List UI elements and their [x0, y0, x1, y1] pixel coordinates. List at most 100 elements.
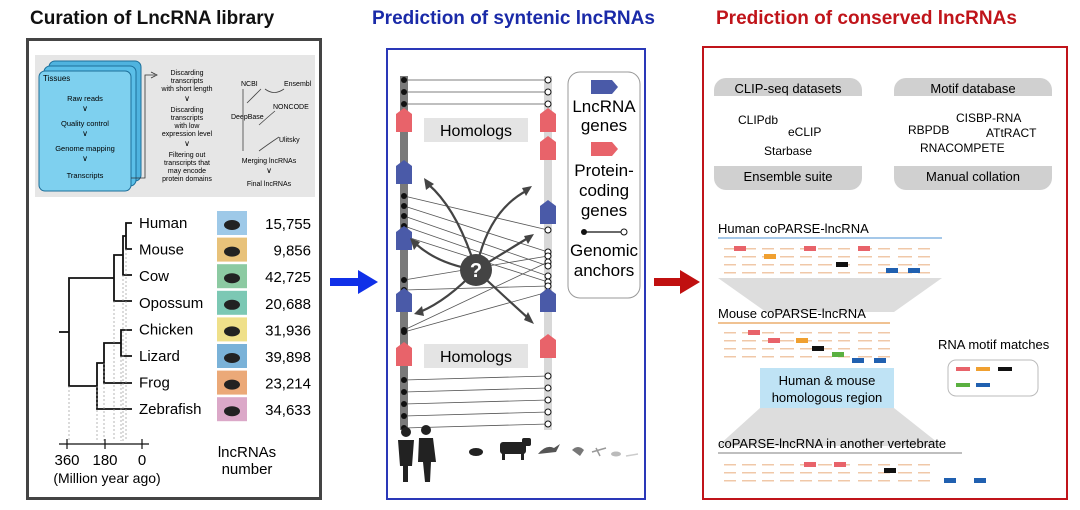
clip-header: CLIP-seq datasets [735, 81, 842, 96]
track-dash [742, 348, 756, 350]
legend-protein-l1: Protein- [574, 161, 634, 180]
track-dash [724, 480, 736, 482]
filter-low-expression-l1: Discarding [170, 107, 203, 114]
species-count-mouse: 9,856 [273, 243, 311, 260]
mouse-track [724, 330, 890, 363]
track-dash [762, 480, 774, 482]
track-dash [878, 480, 890, 482]
species-name-mouse: Mouse [139, 242, 184, 259]
track-dash [762, 248, 774, 250]
species-name-cow: Cow [139, 268, 169, 285]
track-dash [898, 472, 912, 474]
legend-anchors-l1: Genomic [570, 241, 639, 260]
track-mark [804, 462, 816, 467]
legend-protein-icon [591, 142, 618, 156]
anchor-dot-filled [401, 277, 407, 283]
region-label-l2: homologous region [772, 390, 883, 405]
species-count-lizard: 39,898 [265, 349, 311, 366]
final-lncrnas: Final lncRNAs [247, 181, 292, 188]
track-dash [818, 248, 832, 250]
chromosome-left [400, 76, 408, 430]
homologs-label-top: Homologs [440, 123, 512, 140]
legend-box [567, 71, 641, 299]
human-track-label: Human coPARSE-lncRNA [718, 221, 869, 236]
track-dash [918, 248, 930, 250]
count-label-line2: number [222, 461, 273, 478]
track-dash [800, 264, 812, 266]
svg-text:transcripts: transcripts [171, 115, 204, 122]
lizard-icon [224, 353, 240, 363]
anchor-dot-open [544, 408, 552, 416]
species-name-frog: Frog [139, 375, 170, 392]
track-dash [724, 256, 736, 258]
clip-item-starbase: Starbase [764, 144, 812, 158]
track-mark [944, 478, 956, 483]
track-dash [858, 348, 872, 350]
legend-anchor-filled [581, 229, 587, 235]
db-noncode: NONCODE [273, 104, 309, 111]
db-ncbi: NCBI [241, 81, 258, 88]
track-dash [838, 272, 850, 274]
track-dash [838, 256, 850, 258]
track-mark [858, 246, 870, 251]
track-dash [742, 472, 756, 474]
clip-footer: Ensemble suite [744, 169, 833, 184]
track-dash [742, 340, 756, 342]
anchor-dot-open [544, 384, 552, 392]
track-dash [780, 332, 794, 334]
track-dash [818, 272, 832, 274]
motif-matches-box [947, 359, 1039, 397]
track-dash [780, 264, 794, 266]
legend-lncrna-icon [591, 80, 618, 94]
track-mark [768, 338, 780, 343]
track-dash [858, 472, 872, 474]
pipeline-connector [131, 74, 155, 179]
track-dash [858, 480, 872, 482]
track-dash [878, 340, 890, 342]
motif-item-cisbp: CISBP-RNA [956, 111, 1021, 125]
tick-360: 360 [54, 452, 79, 469]
lncrna-gene-right [540, 288, 556, 312]
zebrafish-icon [224, 406, 240, 417]
track-mark [908, 268, 920, 273]
track-dash [838, 248, 850, 250]
step-transcripts: Transcripts [67, 171, 104, 180]
track-dash [858, 264, 872, 266]
track-mark [804, 246, 816, 251]
divergence-guides [68, 249, 127, 441]
db-merge-lines [242, 88, 285, 152]
anchor-dot-open [544, 76, 552, 84]
track-dash [724, 272, 736, 274]
conservation-graphic: CLIP-seq datasets CLIPdb eCLIP Starbase … [714, 78, 1052, 483]
svg-text:with short length: with short length [161, 86, 213, 93]
anchor-dot-filled [401, 77, 407, 83]
track-mark [974, 478, 986, 483]
lncrna-gene-right [540, 200, 556, 224]
tick-180: 180 [92, 452, 117, 469]
left-panel-title: Curation of LncRNA library [30, 8, 275, 29]
track-dash [838, 348, 850, 350]
motif-matches-label: RNA motif matches [938, 337, 1050, 352]
track-dash [858, 272, 872, 274]
track-dash [724, 348, 736, 350]
track-dash [838, 340, 850, 342]
middle-panel: Homologs Homologs ? LncRNA genes [386, 48, 646, 500]
anchor-dot-filled [401, 329, 407, 335]
track-dash [762, 356, 774, 358]
anchor-dot-open [544, 272, 552, 280]
step-raw-reads: Raw reads [67, 94, 103, 103]
track-dash [762, 264, 774, 266]
anchor-dot-filled [401, 401, 407, 407]
svg-text:expression level: expression level [162, 131, 213, 138]
track-dash [724, 464, 736, 466]
track-mark [796, 338, 808, 343]
species-count-opossum: 20,688 [265, 296, 311, 313]
mouse-silhouette-icon [469, 448, 483, 456]
track-dash [742, 248, 756, 250]
track-dash [818, 356, 832, 358]
left-panel: Tissues Raw reads ∨ Quality control ∨ Ge… [26, 38, 322, 500]
right-panel: CLIP-seq datasets CLIPdb eCLIP Starbase … [702, 46, 1068, 500]
anchor-dot-open [544, 420, 552, 428]
chevron-down-icon: ∨ [82, 104, 88, 113]
svg-text:transcripts that: transcripts that [164, 160, 210, 167]
